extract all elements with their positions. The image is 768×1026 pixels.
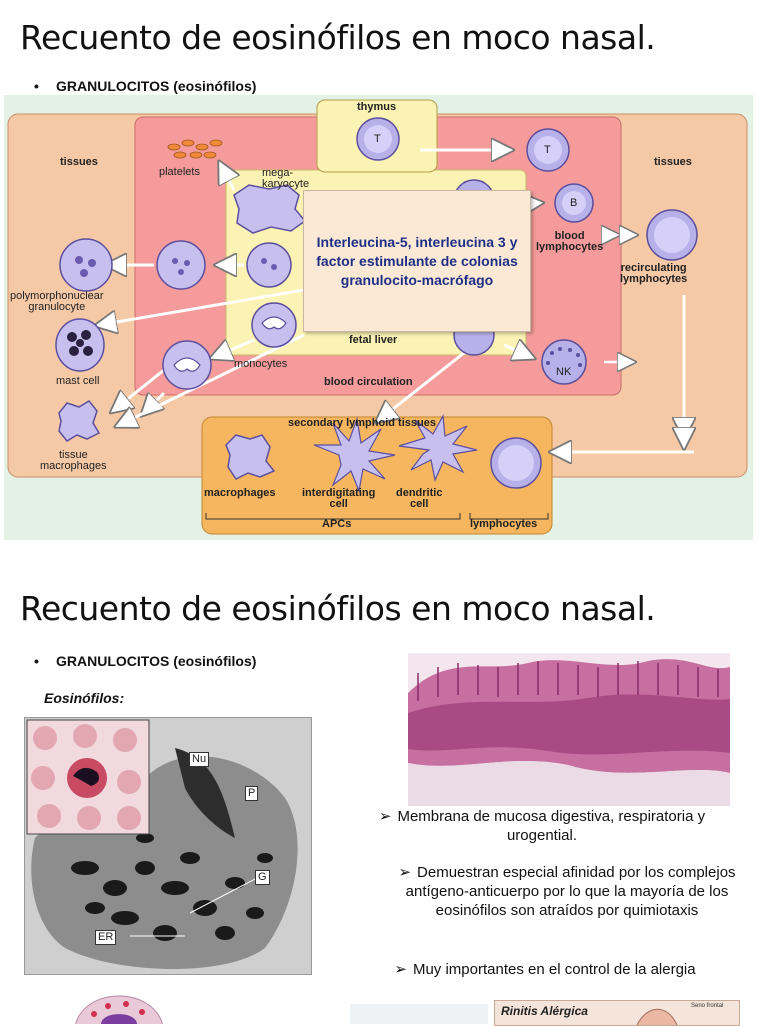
point-mucosa-text: Membrana de mucosa digestiva, respirator… xyxy=(397,808,706,844)
micrograph-graphics xyxy=(25,718,311,974)
label-platelets: platelets xyxy=(159,166,200,178)
label-recirculating-lymphocytes: recirculating lymphocytes xyxy=(620,262,688,285)
interleukin-callout-text: Interleucina-5, interleucina 3 y factor … xyxy=(316,233,518,288)
point-affinity: ➢Demuestran especial afinidad por los co… xyxy=(398,863,736,920)
label-mast-cell: mast cell xyxy=(56,375,100,387)
label-fetal-liver: fetal liver xyxy=(349,334,398,346)
arrow-bullet-icon: ➢ xyxy=(378,808,392,825)
interleukin-callout: Interleucina-5, interleucina 3 y factor … xyxy=(303,190,531,332)
hematopoiesis-diagram: thymus tissues tissues platelets mega- k… xyxy=(4,95,753,540)
label-cell-t-thymus: T xyxy=(374,133,381,145)
arrow-bullet-icon: ➢ xyxy=(394,961,407,978)
point-allergy-text: Muy importantes en el control de la aler… xyxy=(412,961,696,978)
micro-label-nu: Nu xyxy=(189,752,210,767)
point-affinity-text: Demuestran especial afinidad por los com… xyxy=(405,864,736,919)
label-polymorphonuclear: polymorphonuclear granulocyte xyxy=(10,290,104,313)
label-dendritic-cell: dendritic cell xyxy=(396,487,443,510)
slide2-bullet: • GRANULOCITOS (eosinófilos) xyxy=(34,653,256,669)
nasal-anatomy-graphics xyxy=(636,1008,678,1025)
bullet-dot: • xyxy=(34,78,39,94)
slide2-bullet-text: GRANULOCITOS (eosinófilos) xyxy=(56,653,257,669)
slide1-bullet-text: GRANULOCITOS (eosinófilos) xyxy=(56,78,257,94)
label-cell-t-blood: T xyxy=(544,144,551,156)
histology-graphics xyxy=(408,653,730,806)
label-thymus: thymus xyxy=(357,101,397,113)
label-interdigitating-cell: interdigitating cell xyxy=(302,487,376,510)
bottom-blank-panel xyxy=(350,1004,488,1024)
eosinophils-subtitle: Eosinófilos: xyxy=(44,690,125,706)
slide1-bullet: • GRANULOCITOS (eosinófilos) xyxy=(34,78,256,94)
bullet-dot: • xyxy=(34,653,39,669)
label-lymphocytes: lymphocytes xyxy=(470,518,538,530)
rinitis-caption: Rinitis Alérgica xyxy=(501,1004,588,1018)
eosinophil-micrograph: Nu P G ER xyxy=(24,717,312,975)
micro-label-er: ER xyxy=(95,930,117,945)
arrow-bullet-icon: ➢ xyxy=(398,864,412,881)
eosinophil-illustration-graphics xyxy=(75,995,163,1024)
label-megakaryocyte: mega- karyocyte xyxy=(262,167,310,190)
label-macrophages: macrophages xyxy=(204,487,276,499)
mucosa-histology-image xyxy=(408,653,730,806)
micro-label-g: G xyxy=(255,870,270,885)
rinitis-alergica-image: Rinitis Alérgica Seno frontal xyxy=(494,1000,740,1026)
label-tissues-right: tissues xyxy=(654,156,692,168)
slide1-title: Recuento de eosinófilos en moco nasal. xyxy=(20,18,656,57)
micro-label-p: P xyxy=(245,786,259,801)
eosinophil-illustration xyxy=(64,990,174,1024)
label-apcs: APCs xyxy=(322,518,352,530)
point-allergy: ➢ Muy importantes en el control de la ale… xyxy=(356,960,734,979)
label-tissues-left: tissues xyxy=(60,156,98,168)
label-cell-nk: NK xyxy=(556,366,572,378)
seno-frontal-label: Seno frontal xyxy=(691,1003,724,1009)
slide2-title: Recuento de eosinófilos en moco nasal. xyxy=(20,589,656,628)
label-blood-lymphocytes: blood lymphocytes xyxy=(536,230,604,253)
point-mucosa: ➢ Membrana de mucosa digestiva, respirato… xyxy=(352,807,732,845)
label-cell-b: B xyxy=(570,197,578,209)
label-secondary-lymphoid: secondary lymphoid tissues xyxy=(288,417,436,429)
label-monocytes: monocytes xyxy=(234,358,288,370)
label-blood-circulation: blood circulation xyxy=(324,376,413,388)
label-tissue-macrophages: tissue macrophages xyxy=(40,449,107,472)
